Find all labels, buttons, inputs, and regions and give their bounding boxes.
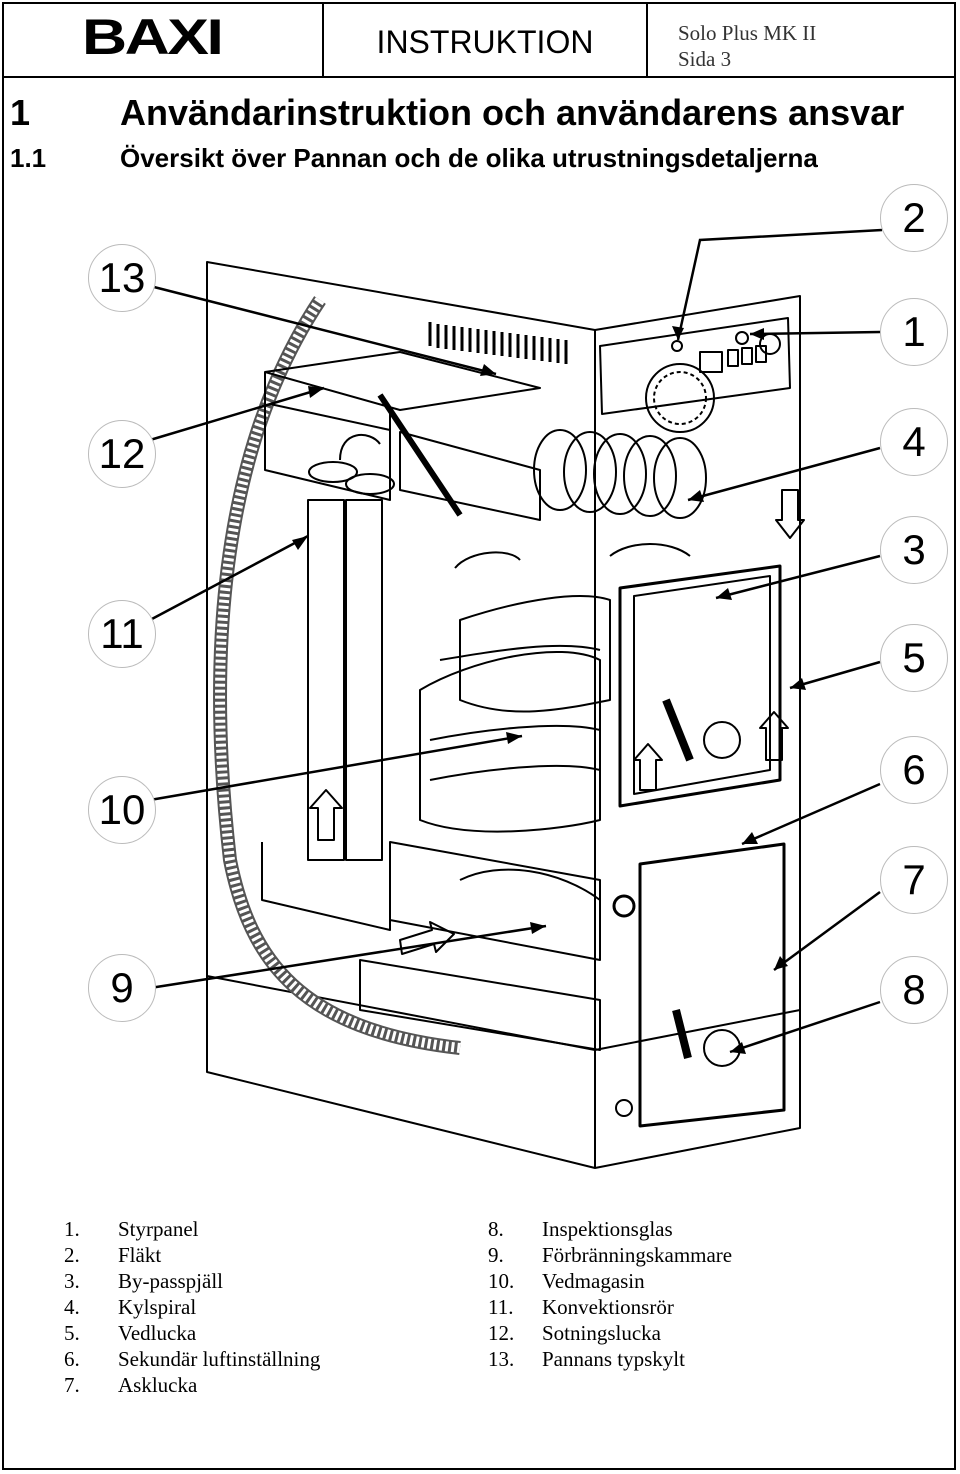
legend-item: 5.Vedlucka (64, 1321, 197, 1345)
callout-6: 6 (880, 736, 948, 804)
section-title: Användarinstruktion och användarens ansv… (120, 92, 905, 133)
callout-10: 10 (88, 776, 156, 844)
legend-item: 12.Sotningslucka (488, 1321, 661, 1345)
legend-item: 4.Kylspiral (64, 1295, 197, 1319)
callout-7: 7 (880, 846, 948, 914)
callout-9: 9 (88, 954, 156, 1022)
page-header: BAXI INSTRUKTION Solo Plus MK II Sida 3 (2, 2, 956, 78)
model-cell: Solo Plus MK II Sida 3 (648, 2, 954, 76)
legend-right: 8.Inspektionsglas 9.Förbränningskammare … (488, 1216, 732, 1372)
legend-item: 8.Inspektionsglas (488, 1217, 673, 1241)
title-cell: INSTRUKTION (324, 2, 648, 76)
legend-item: 3.By-passpjäll (64, 1269, 223, 1293)
subsection-title: Översikt över Pannan och de olika utrust… (120, 143, 818, 173)
legend-item: 1.Styrpanel (64, 1217, 199, 1241)
callout-12: 12 (88, 420, 156, 488)
section-heading: 1 Användarinstruktion och användarens ans… (10, 92, 904, 134)
callout-5: 5 (880, 624, 948, 692)
callout-4: 4 (880, 408, 948, 476)
callout-13: 13 (88, 244, 156, 312)
section-number: 1 (10, 92, 31, 133)
legend-left: 1.Styrpanel 2.Fläkt 3.By-passpjäll 4.Kyl… (64, 1216, 320, 1398)
legend-item: 2.Fläkt (64, 1243, 162, 1267)
legend-item: 9.Förbränningskammare (488, 1243, 733, 1267)
legend-item: 11.Konvektionsrör (488, 1295, 674, 1319)
model-name: Solo Plus MK II (678, 21, 817, 45)
callout-1: 1 (880, 298, 948, 366)
page-number: Sida 3 (678, 47, 732, 71)
legend-item: 10.Vedmagasin (488, 1269, 645, 1293)
callout-3: 3 (880, 516, 948, 584)
callout-8: 8 (880, 956, 948, 1024)
model-info: Solo Plus MK II Sida 3 (678, 20, 816, 72)
document-type: INSTRUKTION (376, 24, 594, 60)
logo-cell: BAXI (2, 2, 324, 76)
baxi-logo: BAXI (82, 9, 224, 65)
callout-2: 2 (880, 184, 948, 252)
legend-item: 6.Sekundär luftinställning (64, 1347, 321, 1371)
subsection-heading: 1.1 Översikt över Pannan och de olika utr… (10, 143, 818, 174)
callout-11: 11 (88, 600, 156, 668)
subsection-number: 1.1 (10, 143, 47, 173)
legend-item: 13.Pannans typskylt (488, 1347, 685, 1371)
legend-item: 7.Asklucka (64, 1373, 198, 1397)
